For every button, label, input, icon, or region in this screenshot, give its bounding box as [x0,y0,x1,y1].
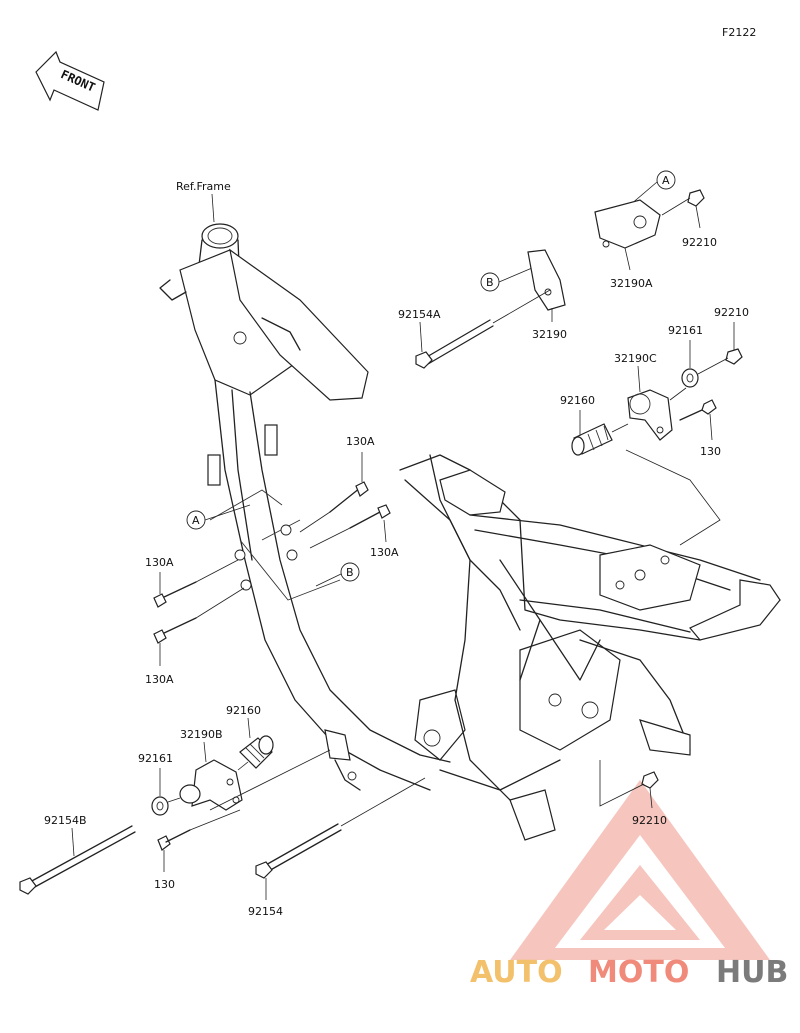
washer-92161-top [681,368,699,388]
svg-text:AUTO: AUTO [470,955,563,990]
label-32190C: 32190C [614,352,657,365]
svg-text:HUB: HUB [716,955,788,990]
bolt-130A-2 [349,504,391,529]
label-32190: 32190 [532,328,567,341]
bracket-32190C [627,389,673,441]
watermark-logo [510,780,770,960]
bolt-92154 [255,823,342,879]
nut-92210-top [687,189,705,207]
bolt-130-bot [157,829,191,851]
label-130A-1: 130A [346,435,375,448]
label-92154: 92154 [248,905,283,918]
label-92160-top: 92160 [560,394,595,407]
label-92160-bot: 92160 [226,704,261,717]
label-92154B: 92154B [44,814,87,827]
bolt-92154A [424,319,491,359]
bracket-32190B [191,759,243,811]
label-92210-top: 92210 [682,236,717,249]
label-32190B: 32190B [180,728,223,741]
callout-b-bot-label: B [346,566,354,579]
nut-92210-bot [641,771,659,789]
bolt-92154B [19,825,136,895]
figure-code: F2122 [722,26,756,39]
label-130A-2: 130A [370,546,399,559]
bracket-32190A [594,199,661,249]
callout-b-top-label: B [486,276,494,289]
nut-92210-mid [725,348,743,365]
ref-frame-label: Ref.Frame [176,180,231,193]
label-130A-4: 130A [145,673,174,686]
label-32190A: 32190A [610,277,653,290]
watermark-text: AUTO MOTO HUB [470,955,788,990]
label-92161-top: 92161 [668,324,703,337]
washer-92161-bot [151,796,169,816]
callout-a-top [656,170,676,190]
motorcycle-frame [159,223,781,841]
label-92210-mid: 92210 [714,306,749,319]
label-130-right: 130 [700,445,721,458]
label-130-bot: 130 [154,878,175,891]
callout-b-bot [340,562,360,582]
bolt-130A-4 [153,617,197,644]
callout-a-bot-label: A [192,514,200,527]
label-92161-bot: 92161 [138,752,173,765]
label-130A-3: 130A [145,556,174,569]
bolt-130A-1 [329,481,369,513]
svg-text:MOTO: MOTO [588,955,689,990]
bolt-130-right [679,399,717,421]
callout-a-top-label: A [662,174,670,187]
bolt-130A-3 [153,581,197,608]
label-92210-bot: 92210 [632,814,667,827]
bracket-32190 [527,249,566,311]
front-arrow-icon: FRONT [35,50,105,111]
label-92154A: 92154A [398,308,441,321]
